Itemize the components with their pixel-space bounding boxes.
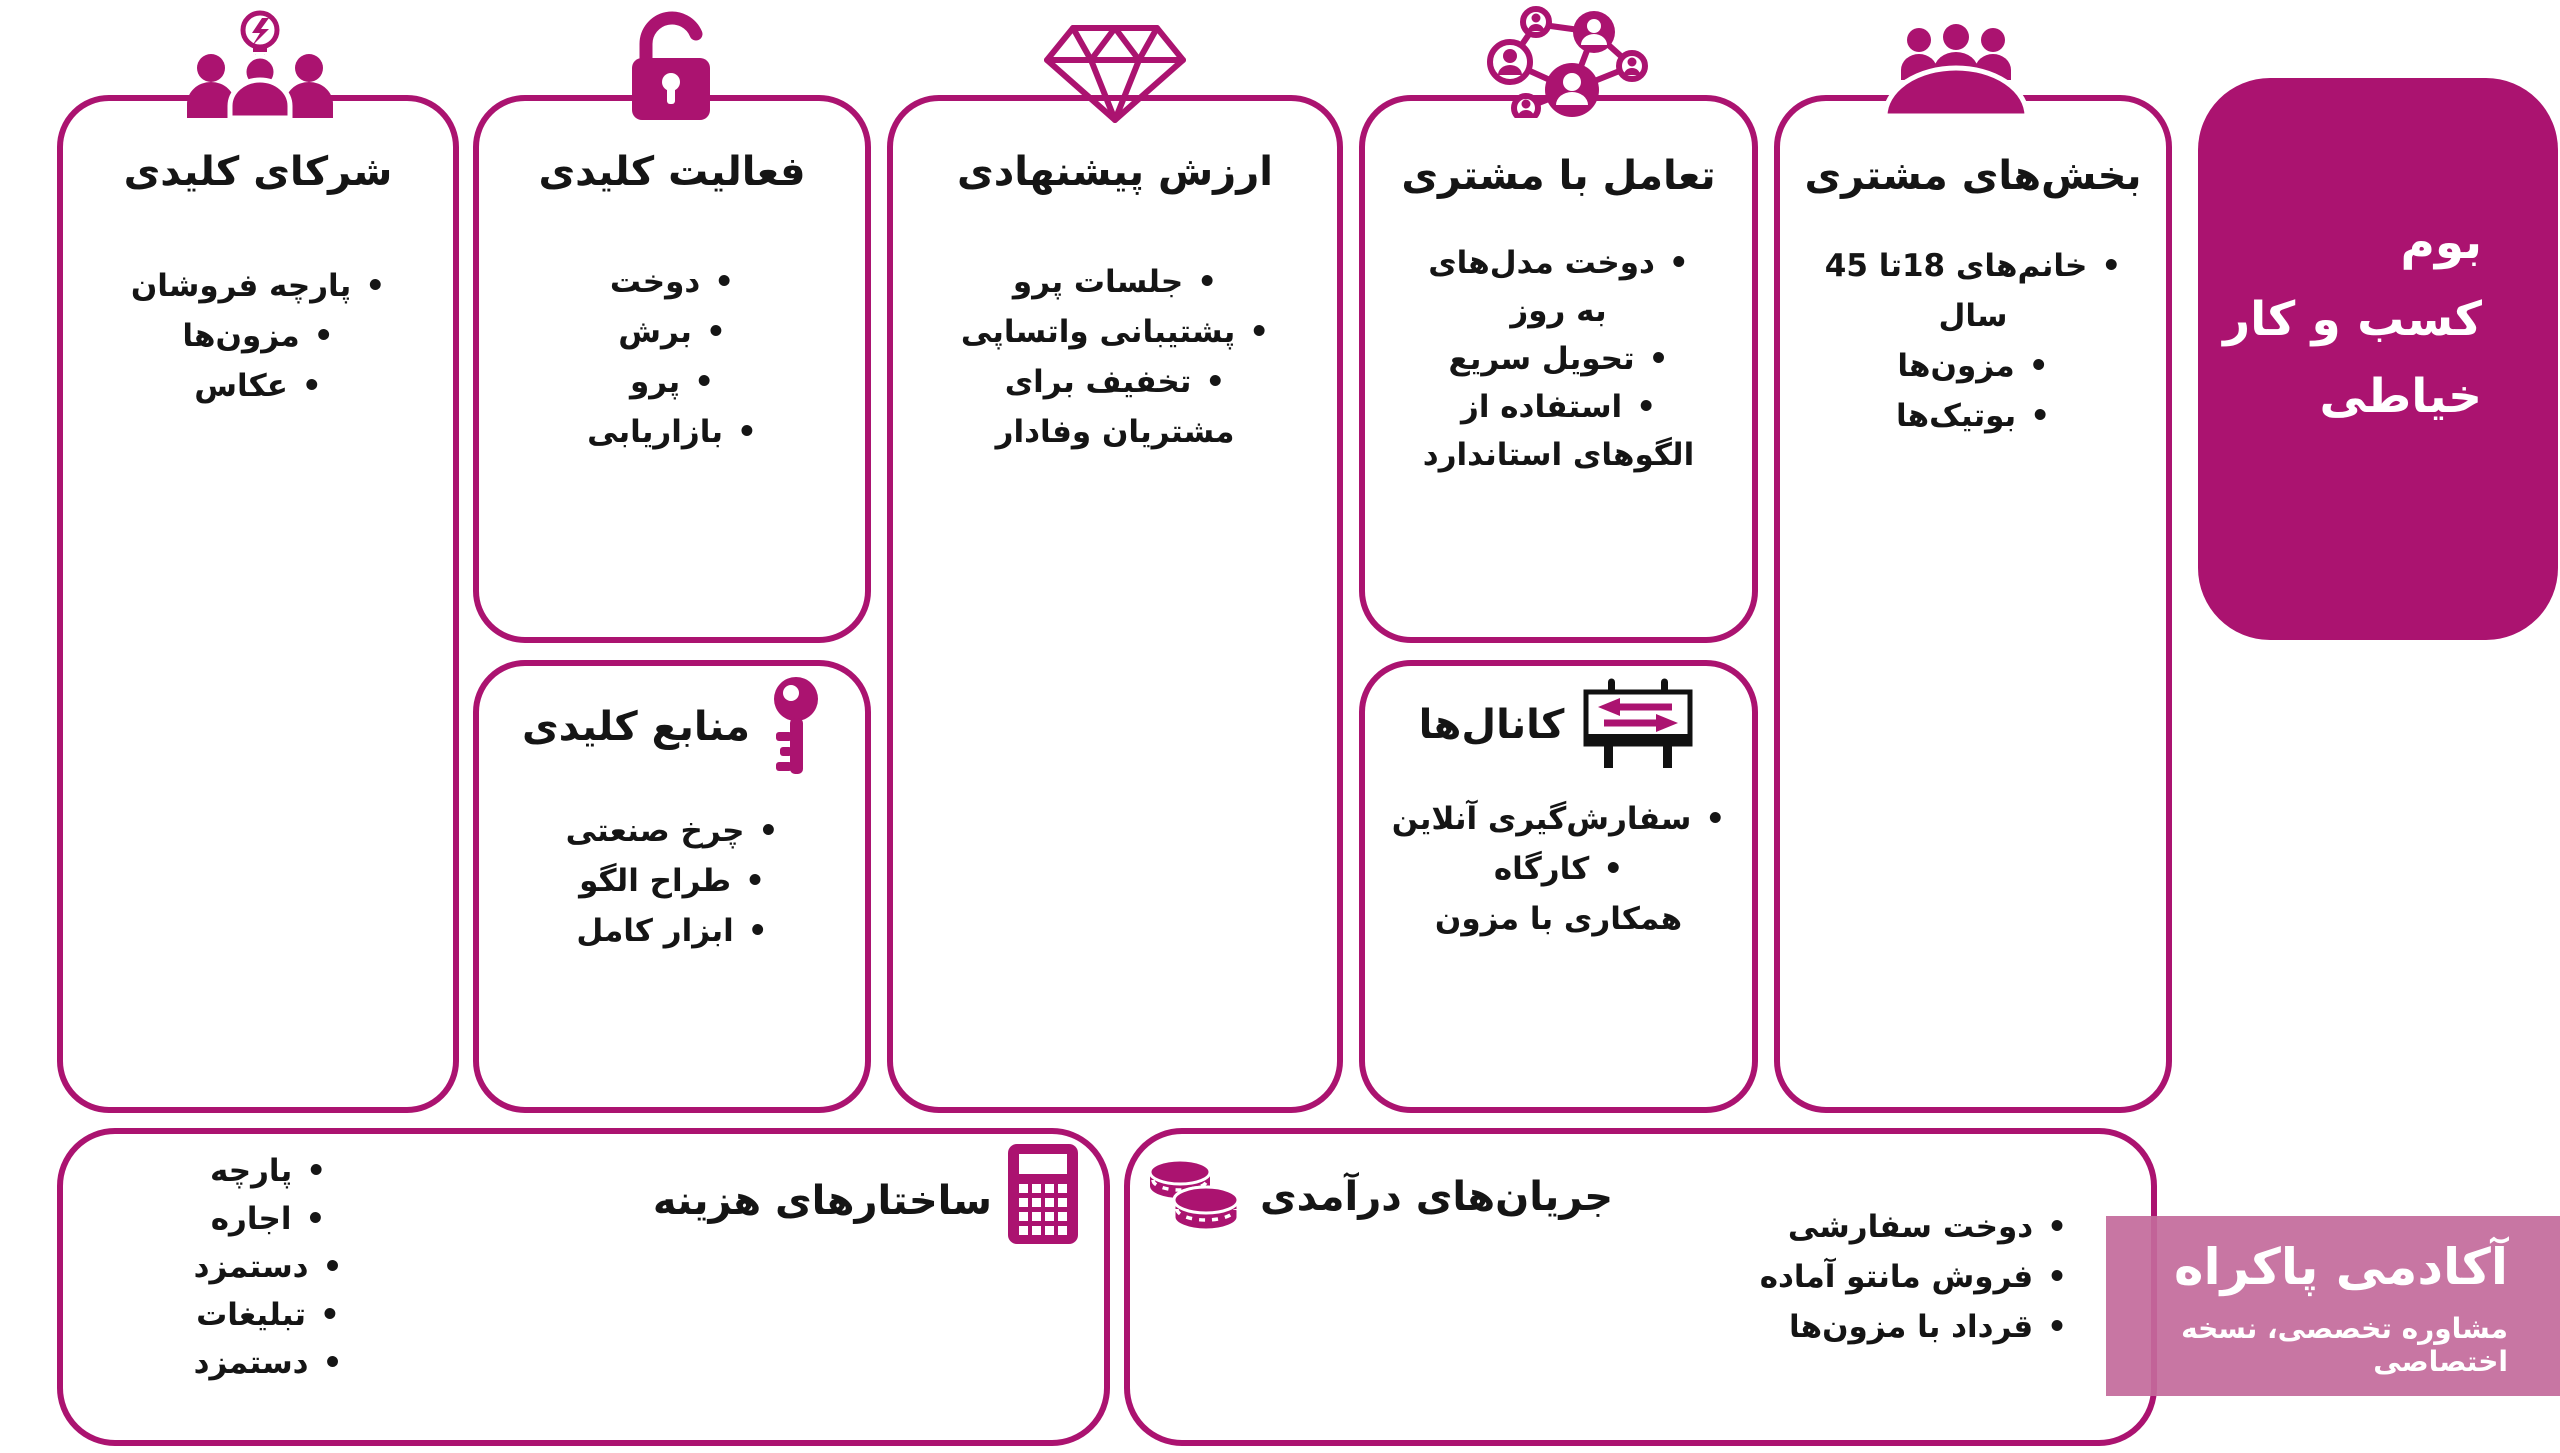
revenue-streams-list: دوخت سفارشی فروش مانتو آماده قرداد با مز… [1760, 1202, 2067, 1352]
customer-segments-card: بخش‌های مشتری خانم‌های 18تا 45 سال مزون‌… [1774, 95, 2172, 1113]
key-resources-title: منابع کلیدی [521, 704, 751, 750]
list-item: دوخت مدل‌های به روز [1411, 239, 1706, 335]
list-item: تبلیغات [123, 1291, 413, 1339]
list-item: فروش مانتو آماده [1760, 1252, 2067, 1302]
list-item: همکاری با مزون [1434, 901, 1683, 937]
list-item: دوخت [479, 257, 865, 307]
cost-structure-header: ساختارهای هزینه [653, 1144, 1078, 1244]
customer-segments-list: خانم‌های 18تا 45 سال مزون‌ها بوتیک‌ها [1780, 241, 2166, 441]
cost-structure-list: پارچه اجاره دستمزد تبلیغات دستمزد [123, 1147, 413, 1387]
list-item: تخفیف برای مشتریان وفادار [951, 357, 1279, 457]
list-item: پشتیبانی واتساپی [951, 307, 1279, 357]
key-icon [764, 676, 822, 776]
key-partners-list: پارچه فروشان مزون‌ها عکاس [63, 261, 453, 411]
list-item: کارگاه [1365, 844, 1752, 894]
meeting-table-icon [1881, 24, 2031, 119]
list-item: تحویل سریع [1411, 335, 1706, 383]
key-resources-card: منابع کلیدی چرخ صنعتی طراح الگو ابزار کا… [473, 660, 871, 1113]
list-item: استفاده از الگوهای استاندارد [1411, 383, 1706, 479]
people-network-icon [1474, 4, 1659, 123]
customer-segments-title: بخش‌های مشتری [1804, 153, 2142, 199]
list-item: دوخت سفارشی [1760, 1202, 2067, 1252]
channels-header: کانال‌ها [1365, 678, 1752, 770]
list-item: بازاریابی [479, 407, 865, 457]
key-resources-header: منابع کلیدی [479, 676, 865, 776]
revenue-streams-card: جریان‌های درآمدی دوخت سفارشی فروش مانتو … [1124, 1128, 2157, 1446]
revenue-streams-title: جریان‌های درآمدی [1260, 1174, 1614, 1220]
list-item: بوتیک‌ها [1800, 391, 2146, 441]
list-item: ابزار کامل [479, 906, 865, 956]
revenue-streams-header: جریان‌های درآمدی [1142, 1154, 1613, 1234]
list-item: چرخ صنعتی [479, 806, 865, 856]
list-item: مزون‌ها [1800, 341, 2146, 391]
value-proposition-card: ارزش پیشنهادی جلسات پرو پشتیبانی واتساپی… [887, 95, 1343, 1113]
people-lightbulb-icon [175, 6, 345, 121]
key-activities-card: فعالیت کلیدی دوخت برش پرو بازاریابی [473, 95, 871, 643]
cost-structure-card: ساختارهای هزینه پارچه اجاره دستمزد تبلیغ… [57, 1128, 1110, 1446]
value-proposition-title: ارزش پیشنهادی [957, 149, 1273, 195]
canvas-title-box: بوم کسب و کار خیاطی [2198, 78, 2558, 640]
brand-tagline: مشاوره تخصصی، نسخه اختصاصی [2181, 1312, 2508, 1378]
list-item: پارچه فروشان [63, 261, 453, 311]
billboard-arrows-icon [1578, 678, 1698, 770]
channels-title: کانال‌ها [1418, 702, 1565, 748]
key-activities-list: دوخت برش پرو بازاریابی [479, 257, 865, 457]
diamond-icon [1041, 22, 1189, 124]
list-item: عکاس [63, 361, 453, 411]
channels-card: کانال‌ها سفارش‌گیری آنلاین کارگاه همکاری… [1359, 660, 1758, 1113]
customer-relationships-card: تعامل با مشتری دوخت مدل‌های به روز تحویل… [1359, 95, 1758, 643]
cost-structure-title: ساختارهای هزینه [652, 1178, 992, 1224]
list-item: خانم‌های 18تا 45 سال [1800, 241, 2146, 341]
canvas-title-line: کسب و کار [2223, 292, 2482, 347]
brand-watermark: آکادمی پاکراه مشاوره تخصصی، نسخه اختصاصی [2106, 1216, 2560, 1396]
coins-icon [1142, 1154, 1242, 1234]
list-item: سفارش‌گیری آنلاین [1365, 794, 1752, 844]
list-item: دستمزد [123, 1243, 413, 1291]
list-item: دستمزد [123, 1339, 413, 1387]
key-partners-card: شرکای کلیدی پارچه فروشان مزون‌ها عکاس [57, 95, 459, 1113]
customer-relationships-title: تعامل با مشتری [1401, 153, 1716, 199]
list-item: جلسات پرو [951, 257, 1279, 307]
channels-list: سفارش‌گیری آنلاین کارگاه همکاری با مزون [1365, 794, 1752, 944]
list-item: پارچه [123, 1147, 413, 1195]
customer-relationships-list: دوخت مدل‌های به روز تحویل سریع استفاده ا… [1365, 239, 1752, 479]
list-item: قرداد با مزون‌ها [1760, 1302, 2067, 1352]
brand-name: آکادمی پاکراه [2174, 1238, 2508, 1296]
list-item: مزون‌ها [63, 311, 453, 361]
key-partners-title: شرکای کلیدی [123, 149, 393, 195]
list-item: طراح الگو [479, 856, 865, 906]
value-proposition-list: جلسات پرو پشتیبانی واتساپی تخفیف برای مش… [893, 257, 1337, 457]
list-item: پرو [479, 357, 865, 407]
canvas-title-line: بوم [2400, 215, 2482, 270]
key-resources-list: چرخ صنعتی طراح الگو ابزار کامل [479, 806, 865, 956]
open-padlock-icon [616, 8, 724, 122]
key-activities-title: فعالیت کلیدی [538, 149, 806, 195]
list-item: برش [479, 307, 865, 357]
calculator-icon [1008, 1144, 1078, 1244]
list-item: اجاره [123, 1195, 413, 1243]
canvas-title-line: خیاطی [2319, 369, 2482, 424]
